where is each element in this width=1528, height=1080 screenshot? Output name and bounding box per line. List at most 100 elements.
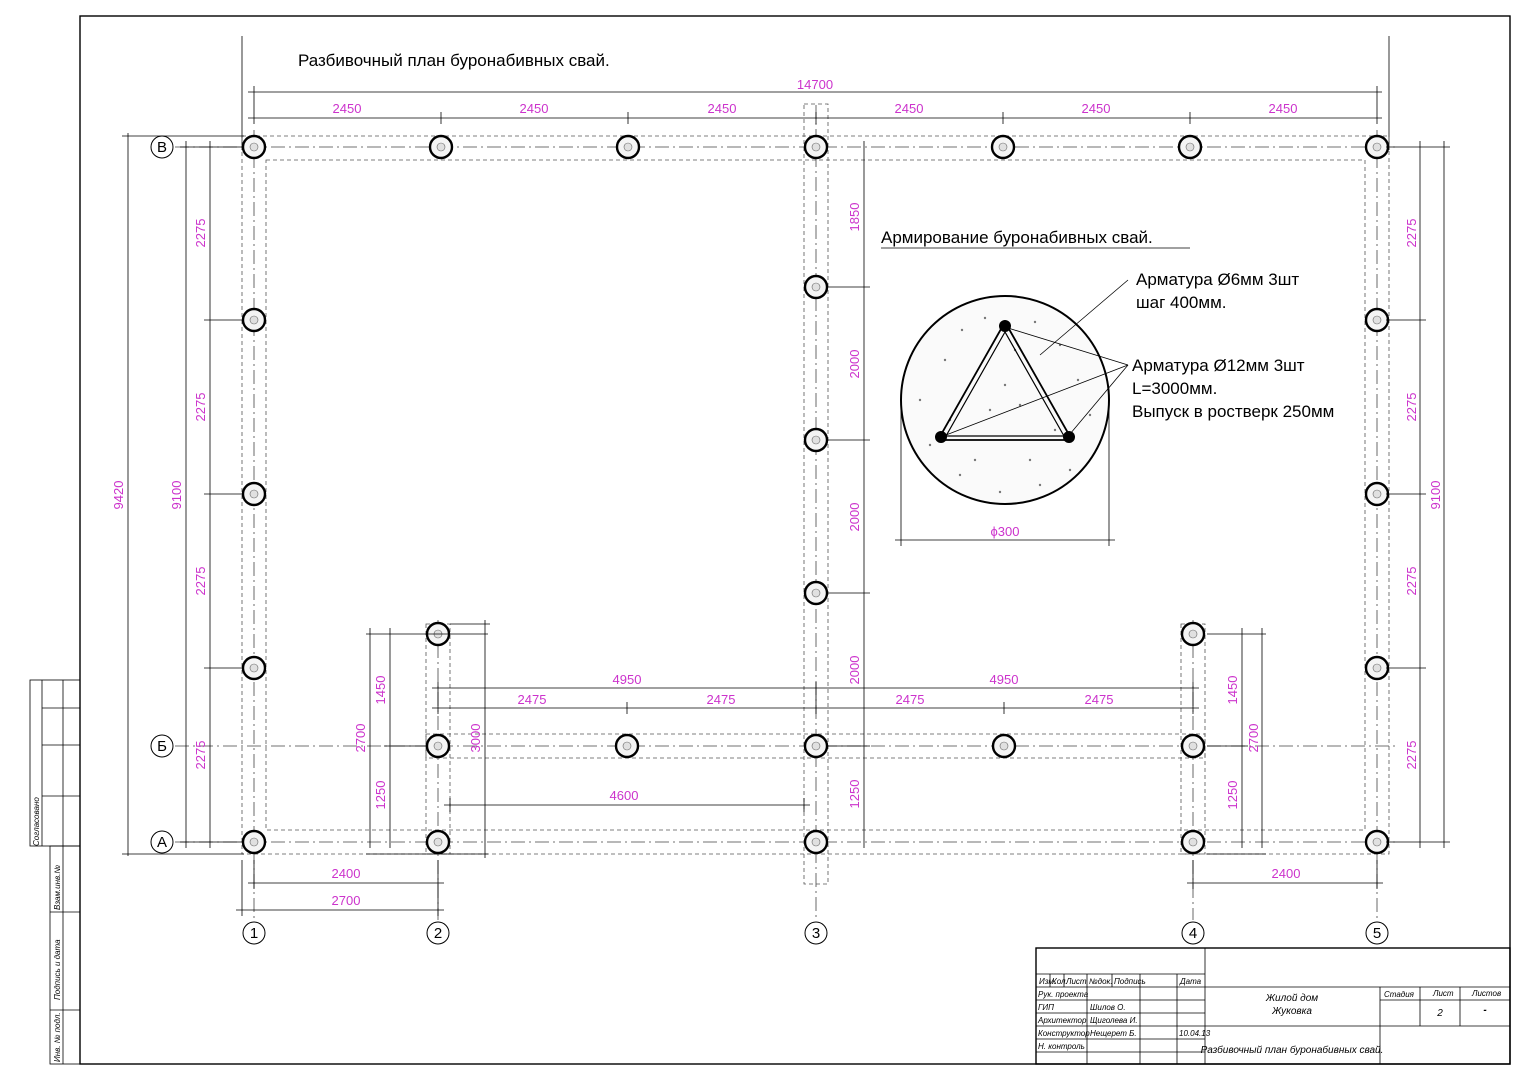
sheet-frame [79,15,1511,1065]
dim-mid-span-4: 2000 [847,656,862,685]
dim-left-span-2: 2275 [193,393,208,422]
pile-center [811,435,821,445]
tb-sheets-value: - [1483,1005,1487,1016]
pile-center [811,282,821,292]
pile-center [249,315,259,325]
pile-center [1372,315,1382,325]
pile-center [811,837,821,847]
note-rebar6-line1: Арматура Ø6мм 3шт [1136,270,1299,289]
tb-sheet-title: Разбивочный план буронабивных свай. [1201,1044,1384,1056]
dim-b-half-1: 4950 [613,672,642,687]
dim-right-bay-2700: 2700 [1246,724,1261,753]
dim-mid-span-3: 2000 [847,503,862,532]
dim-top-span-4: 2450 [895,101,924,116]
dim-top-span-1: 2450 [333,101,362,116]
detail-title: Армирование буронабивных свай. [881,228,1153,247]
pile-center [1188,741,1198,751]
right-bay-dimensions: 1450 1250 2700 [1207,628,1266,855]
dim-b-quarter-1: 2475 [518,692,547,707]
dim-b-quarter-2: 2475 [707,692,736,707]
note-rebar12-line1: Арматура Ø12мм 3шт [1132,356,1305,375]
pile-center [998,142,1008,152]
tb-header-doc: №док. [1089,977,1113,986]
axis-col-4: 4 [1189,925,1197,942]
right-dimensions: 2275 2275 2275 2275 9100 [1386,141,1450,848]
middle-dimensions: 1850 2000 2000 2000 1250 [828,141,870,848]
dim-mid-span-5: 1250 [847,780,862,809]
stamp-replace-inv: Взам.инв.№ [53,865,62,910]
pile-center [249,837,259,847]
tb-sheet-value: 2 [1436,1008,1443,1019]
top-dimensions: 14700 2450 2450 2450 2450 2450 2450 [248,77,1382,124]
tb-sheets-label: Листов [1471,989,1501,998]
dim-bottom-2700-left: 2700 [332,893,361,908]
dim-right-span-4: 2275 [1404,741,1419,770]
stamp-agreed: Согласовано [32,797,41,846]
plan-title: Разбивочный план буронабивных свай. [298,51,610,70]
axis-bubbles: В Б А 1 2 3 4 5 [150,135,1389,945]
stamp-sign-date: Подпись и дата [53,939,62,1000]
axis-col-1: 1 [250,925,258,942]
dim-mid-span-2: 2000 [847,350,862,379]
dim-left-bay-3000: 3000 [468,724,483,753]
pile-center [433,741,443,751]
pile-center [1372,663,1382,673]
dim-top-span-2: 2450 [520,101,549,116]
note-rebar12-line2: L=3000мм. [1132,379,1217,398]
dim-right-height: 9100 [1428,481,1443,510]
dim-right-span-3: 2275 [1404,567,1419,596]
dim-top-span-3: 2450 [708,101,737,116]
row-b-dimensions: 4950 4950 2475 2475 2475 2475 4600 [432,672,1199,812]
tb-role-1: Рук. проекта [1038,990,1089,999]
dim-overall-height: 9420 [111,481,126,510]
dim-left-bay-1250: 1250 [373,781,388,810]
tb-header-sheet: Лист [1065,977,1087,986]
pile-center [811,741,821,751]
tb-header-count: Кол. [1052,977,1068,986]
axis-lines [175,36,1395,920]
tb-stage-label: Стадия [1384,990,1415,999]
rebar-12-left [935,431,947,443]
axis-row-b: Б [157,738,167,755]
left-bay-dimensions: 1450 1250 2700 3000 [353,620,490,858]
pile-center [1188,837,1198,847]
dim-pile-diameter: ϕ300 [991,524,1020,539]
dim-right-span-2: 2275 [1404,393,1419,422]
stamp-inv-orig: Инв. № подл. [53,1012,62,1062]
axis-row-a: А [157,834,167,851]
rebar-12-right [1063,431,1075,443]
pile-group [241,134,1390,855]
title-block: Изм. Кол. Лист №док. Подпись Дата Рук. п… [1035,947,1511,1065]
tb-project-line2: Жуковка [1271,1006,1312,1017]
axis-col-5: 5 [1373,925,1381,942]
dim-right-bay-1250: 1250 [1225,781,1240,810]
dim-left-bay-1450: 1450 [373,676,388,705]
dim-b-quarter-4: 2475 [1085,692,1114,707]
axis-col-2: 2 [434,925,442,942]
pile-center [1372,489,1382,499]
side-stamp: Согласовано Взам.инв.№ Подпись и дата Ин… [29,679,81,1065]
pile-center [623,142,633,152]
bottom-dimensions: 2400 2700 2400 [236,860,1383,916]
dim-left-bay-2700: 2700 [353,724,368,753]
pile-center [249,663,259,673]
pile-center [1372,837,1382,847]
pile-center [1188,629,1198,639]
pile-reinforcement-detail: Армирование буронабивных свай. Арматура … [881,228,1334,546]
axis-col-3: 3 [812,925,820,942]
pile-center [436,142,446,152]
tb-date: 10.04.13 [1179,1029,1211,1038]
tb-header-sign: Подпись [1114,977,1146,986]
pile-center [622,741,632,751]
pile-center [433,837,443,847]
pile-center [811,588,821,598]
tb-role-4: Конструктор [1038,1029,1090,1038]
dim-left-span-3: 2275 [193,567,208,596]
pile-center [249,489,259,499]
tb-project-line1: Жилой дом [1265,993,1318,1004]
dim-right-bay-1450: 1450 [1225,676,1240,705]
dim-top-span-5: 2450 [1082,101,1111,116]
left-dimensions: 9420 9100 2275 2275 2275 2275 [111,133,244,856]
pile-center [1372,142,1382,152]
